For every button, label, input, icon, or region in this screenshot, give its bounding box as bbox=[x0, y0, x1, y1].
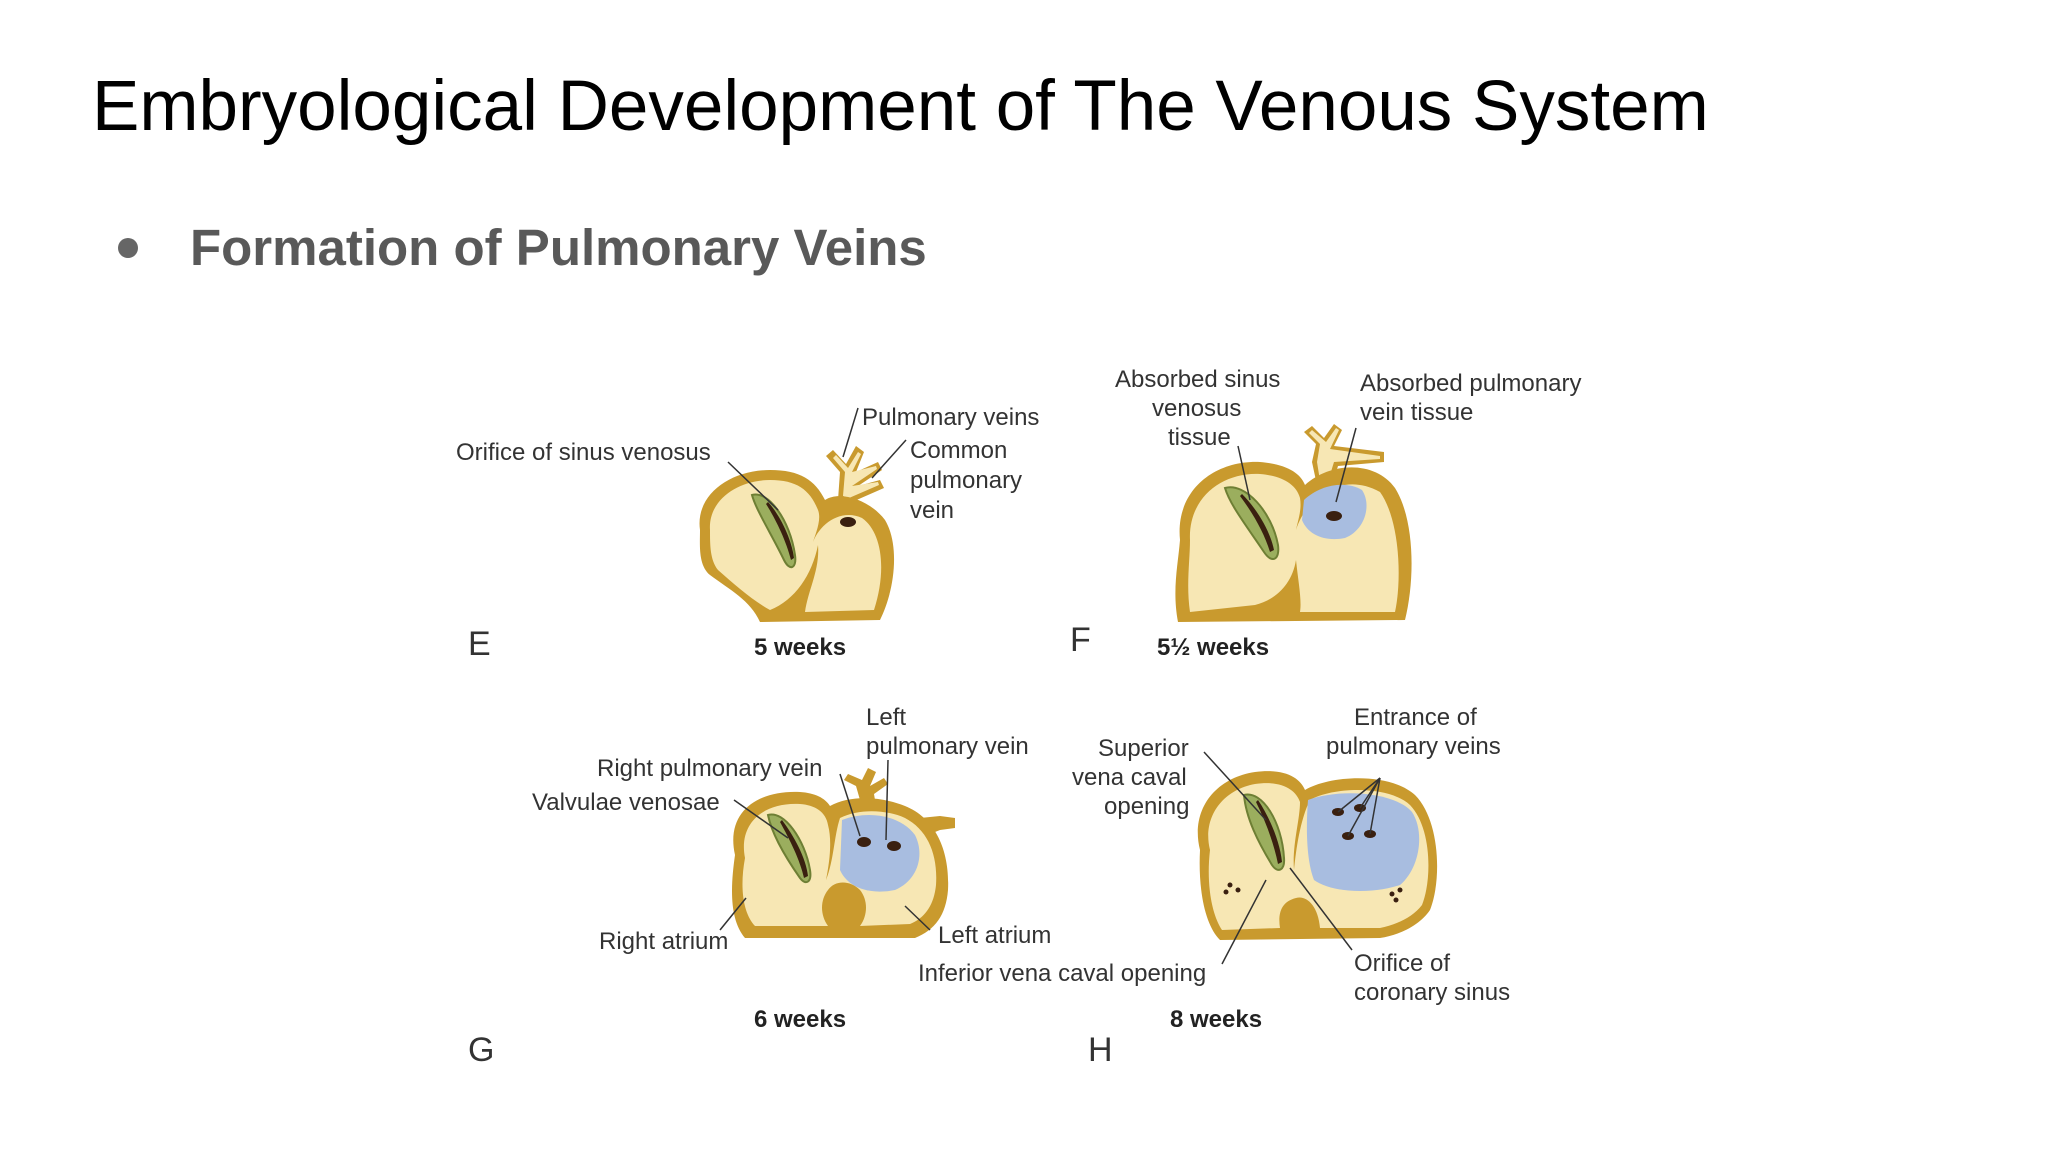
label-orifice-sinus-venosus: Orifice of sinus venosus bbox=[456, 439, 711, 466]
label-absorbed-sinus: Absorbed sinus bbox=[1115, 366, 1280, 393]
label-vena-caval: vena caval bbox=[1072, 764, 1187, 791]
label-inferior-vena-caval-opening: Inferior vena caval opening bbox=[918, 960, 1206, 987]
slide-title: Embryological Development of The Venous … bbox=[92, 67, 1709, 146]
panel-g: Left pulmonary vein Right pulmonary vein… bbox=[468, 704, 1051, 1069]
panel-h: Superior vena caval opening Entrance of … bbox=[918, 704, 1510, 1069]
panel-e-vein-branches bbox=[826, 446, 884, 502]
label-entrance-pulmonary-veins: pulmonary veins bbox=[1326, 733, 1501, 760]
bullet-item: Formation of Pulmonary Veins bbox=[118, 218, 927, 277]
label-left-atrium: Left atrium bbox=[938, 922, 1051, 949]
panel-age-e: 5 weeks bbox=[754, 634, 846, 661]
panel-age-f: 5½ weeks bbox=[1157, 634, 1269, 661]
panel-e-heart-cream bbox=[709, 480, 882, 612]
label-orifice-of: Orifice of bbox=[1354, 950, 1450, 977]
label-superior: Superior bbox=[1098, 735, 1189, 762]
label-common: Common bbox=[910, 437, 1007, 464]
label-entrance-of: Entrance of bbox=[1354, 704, 1477, 731]
bullet-dot-icon bbox=[118, 237, 138, 258]
panel-e: Orifice of sinus venosus Pulmonary veins… bbox=[456, 404, 1039, 663]
panel-letter-g: G bbox=[468, 1031, 494, 1069]
label-tissue: tissue bbox=[1168, 424, 1231, 451]
panel-age-g: 6 weeks bbox=[754, 1006, 846, 1033]
panel-letter-e: E bbox=[468, 625, 491, 663]
label-coronary-sinus: coronary sinus bbox=[1354, 979, 1510, 1006]
label-vein: vein bbox=[910, 497, 954, 524]
label-venosus: venosus bbox=[1152, 395, 1241, 422]
panel-letter-f: F bbox=[1070, 621, 1091, 659]
label-right-atrium: Right atrium bbox=[599, 928, 728, 955]
label-pulmonary-veins: Pulmonary veins bbox=[862, 404, 1039, 431]
panel-f: Absorbed sinus venosus tissue Absorbed p… bbox=[1070, 366, 1581, 661]
label-absorbed-pulmonary: Absorbed pulmonary bbox=[1360, 370, 1581, 397]
label-opening: opening bbox=[1104, 793, 1189, 820]
label-vein-tissue: vein tissue bbox=[1360, 399, 1473, 426]
panel-letter-h: H bbox=[1088, 1031, 1113, 1069]
label-right-pulmonary-vein: Right pulmonary vein bbox=[597, 755, 822, 782]
label-valvulae-venosae: Valvulae venosae bbox=[532, 789, 720, 816]
panel-age-h: 8 weeks bbox=[1170, 1006, 1262, 1033]
label-left-pulmonary-vein: pulmonary vein bbox=[866, 733, 1029, 760]
bullet-text: Formation of Pulmonary Veins bbox=[190, 219, 927, 276]
label-left: Left bbox=[866, 704, 906, 731]
label-pulmonary: pulmonary bbox=[910, 467, 1022, 494]
